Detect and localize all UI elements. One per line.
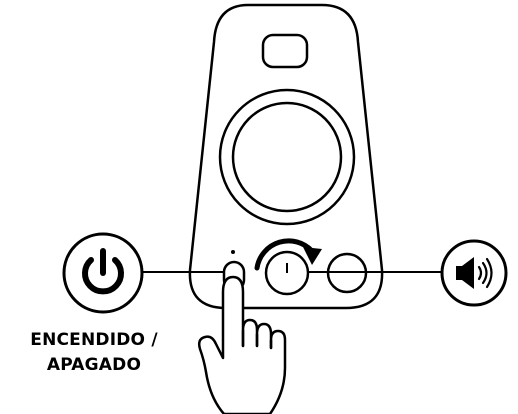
woofer-inner-ring: [231, 101, 343, 213]
tweeter: [261, 33, 309, 69]
speaker-volume-icon: [440, 239, 508, 307]
power-led: [231, 250, 235, 254]
power-label-line2: APAGADO: [46, 355, 142, 375]
clockwise-arrow-icon: [254, 238, 322, 271]
pointing-hand-icon: [197, 275, 287, 414]
power-label-line1: ENCENDIDO /: [30, 330, 158, 350]
power-label: ENCENDIDO / APAGADO: [0, 328, 188, 378]
power-icon: [62, 232, 144, 314]
